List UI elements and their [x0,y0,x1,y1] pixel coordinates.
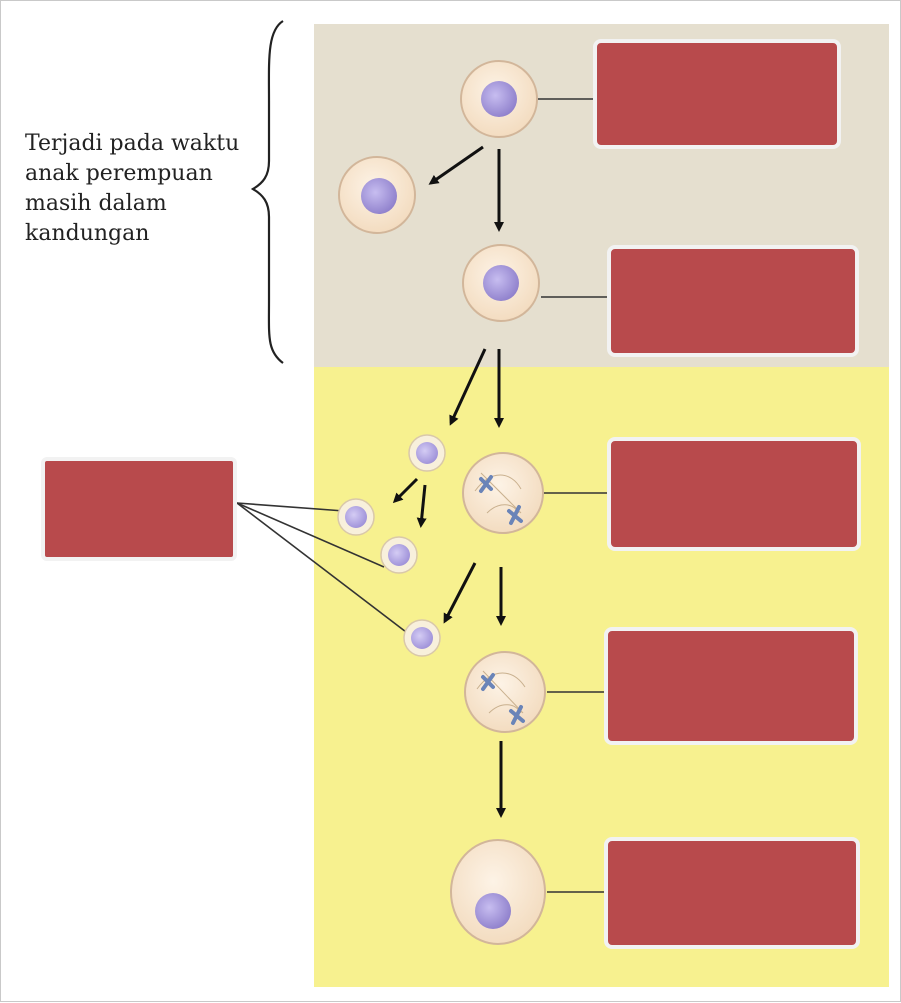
cell-oogonium [460,60,538,138]
label-box-primary-oocyte[interactable] [607,245,859,357]
connector-polar-1 [236,502,345,512]
cell-ootid [464,651,546,733]
chromosomes [481,673,525,725]
curly-bracket [250,20,284,364]
chromosomes [479,475,523,525]
nucleus [481,81,517,117]
arrows [392,145,506,818]
label-box-secondary-oocyte[interactable] [607,437,861,551]
polar-body-a [337,498,375,536]
cell-primary-oocyte [462,244,540,322]
bracket-note-line-4: kandungan [25,221,150,246]
label-box-ootid[interactable] [604,627,858,745]
cell-secondary-oocyte [462,452,544,534]
nucleus [475,893,511,929]
polar-body-first [408,434,446,472]
label-boxes [41,39,861,949]
connector-polar-2 [236,502,385,568]
polar-body-second [403,619,441,657]
label-box-ovum[interactable] [604,837,860,949]
bracket-note-line-1: Terjadi pada waktu [25,131,240,156]
bracket-note-line-2: anak perempuan [25,161,213,186]
arrow-polar-split-left [392,477,419,504]
bracket-note-line-3: masih dalam [25,191,167,216]
connector-polar-3 [236,502,411,636]
arrow-to-second-polar-body [443,562,477,624]
cell-mitosis-daughter [338,156,416,234]
polar-body-b [380,536,418,574]
nucleus [483,265,519,301]
cell-ovum [450,839,546,945]
arrow-to-first-polar-body [449,348,487,426]
bracket-note: Terjadi pada waktu anak perempuan masih … [25,129,265,249]
arrow-polar-split-right [416,484,427,528]
nucleus [361,178,397,214]
arrow-mitosis-side [428,145,484,185]
connector-lines [236,98,611,893]
label-box-polar-bodies[interactable] [41,457,237,561]
label-box-oogonium[interactable] [593,39,841,149]
polar-bodies [337,434,446,657]
